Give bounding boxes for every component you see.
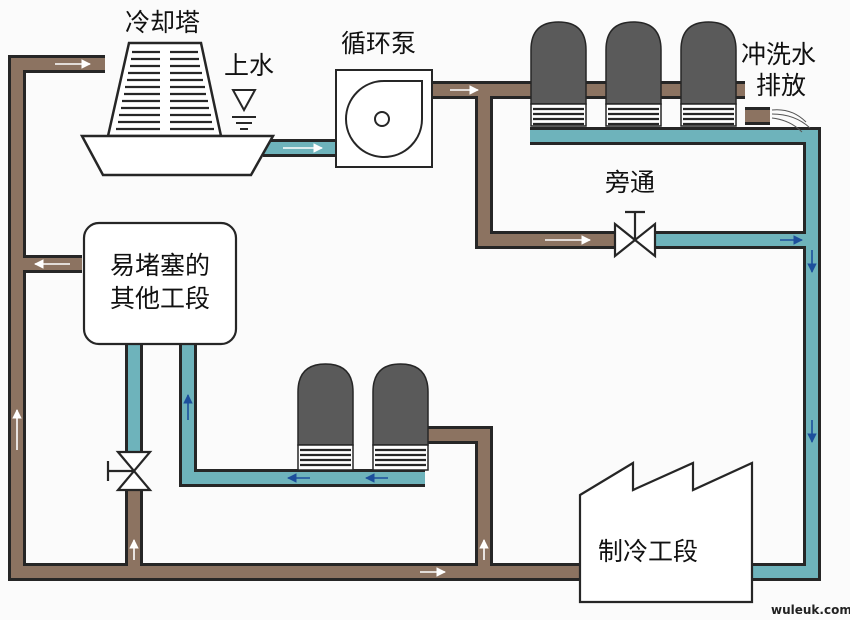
refrigeration-label: 制冷工段 (598, 537, 699, 566)
other-section-label-line2: 其他工段 (109, 283, 210, 313)
bottom-left-valve (106, 450, 153, 492)
filter-tank (680, 21, 737, 127)
flow-arrows-blue (183, 235, 817, 483)
bypass-label: 旁通 (605, 168, 656, 197)
other-section-label-line1: 易堵塞的 (109, 251, 210, 280)
makeup-water-label: 上水 (224, 51, 275, 80)
bottom-filter-tanks (297, 363, 429, 471)
cooling-tower-label: 冷却塔 (125, 8, 201, 37)
watermark: wuleuk.com (771, 603, 850, 617)
brown-pipes (8, 55, 770, 581)
pump-icon (335, 69, 433, 168)
refrigeration-factory (578, 461, 754, 604)
cooling-tower (79, 41, 276, 177)
tower-fill-slats (116, 50, 214, 131)
flush-spray-lines (771, 109, 811, 133)
other-section-box (82, 221, 238, 346)
pump-label: 循环泵 (341, 29, 417, 58)
filter-tank (297, 363, 354, 471)
top-filter-tanks (530, 21, 737, 127)
water-level-icon (231, 89, 257, 130)
other-section-label: 易堵塞的 其他工段 (84, 250, 236, 315)
flush-discharge-label-2: 排放 (756, 71, 807, 100)
flow-arrows-white (12, 59, 591, 577)
flush-discharge-label-1: 冲洗水 (741, 40, 817, 69)
bypass-valve (613, 210, 657, 259)
filter-tank (372, 363, 429, 471)
filter-tank (605, 21, 662, 127)
filter-tank (530, 21, 587, 127)
